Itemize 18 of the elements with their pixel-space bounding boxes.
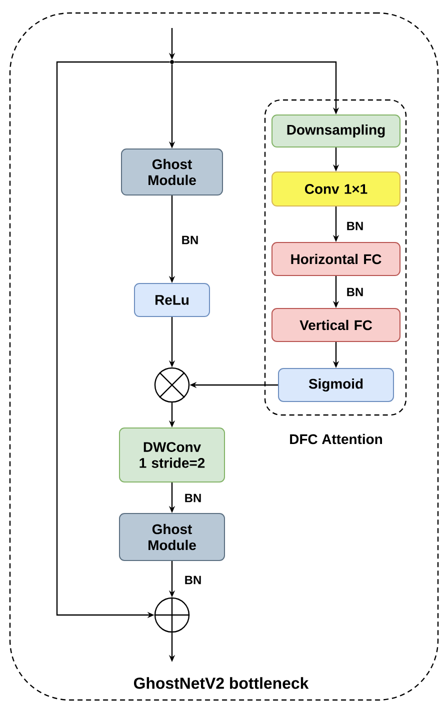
process-box: Downsampling (272, 114, 400, 148)
edge-label: BN (345, 286, 365, 298)
edge-label: BN (183, 492, 203, 504)
process-box: Horizontal FC (272, 242, 400, 276)
activation-box: ReLu (134, 283, 210, 317)
process-box: Conv 1×1 (272, 172, 400, 206)
multiply-symbol (154, 367, 190, 403)
process-box: Vertical FC (272, 308, 400, 342)
add-symbol (154, 596, 190, 634)
process-box: DWConv 1 stride=2 (119, 428, 225, 482)
module-box: Ghost Module (119, 513, 225, 561)
activation-box: Sigmoid (278, 368, 394, 402)
edge-label: BN (180, 234, 200, 246)
edge-label: BN (345, 220, 365, 232)
frame-title: GhostNetV2 bottleneck (134, 677, 309, 689)
module-box: Ghost Module (121, 148, 223, 196)
frame-title: DFC Attention (290, 434, 382, 444)
edge-label: BN (183, 574, 203, 586)
